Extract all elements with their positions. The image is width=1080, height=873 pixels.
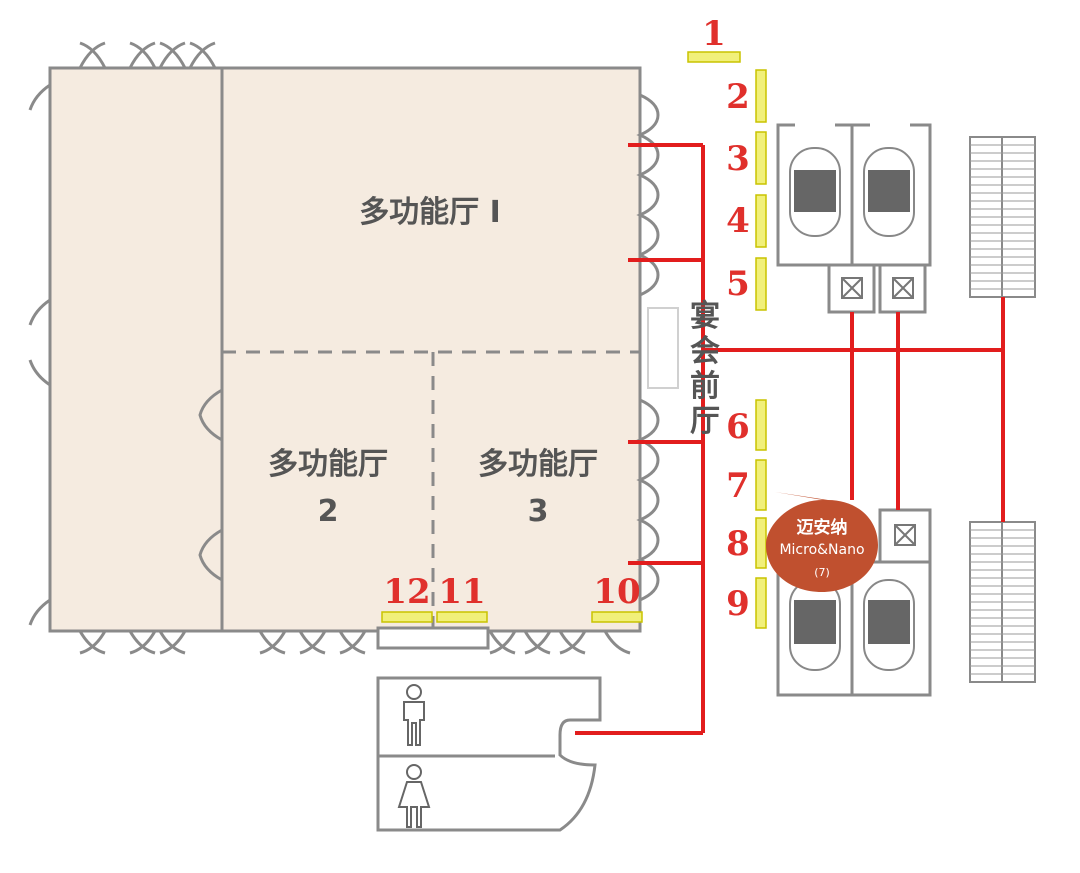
booth-marker [755, 577, 767, 629]
booth-number: 8 [726, 524, 750, 564]
exhibitor-logo-bubble[interactable]: 迈安纳 Micro&Nano (7) [766, 492, 878, 592]
booth-9[interactable]: 9 [726, 577, 767, 629]
foyer-label-char: 宴 [690, 299, 720, 334]
room-label-hall3: 多功能厅 [478, 447, 598, 482]
elevator-icon [894, 524, 916, 546]
restroom-female-icon [397, 764, 431, 828]
booth-4[interactable]: 4 [726, 194, 767, 248]
route-lines [575, 143, 1005, 735]
elevator-icon [841, 277, 914, 299]
booth-1[interactable]: 1 [687, 14, 741, 63]
entry-vestibule [376, 626, 490, 650]
foyer-label-char: 会 [690, 334, 720, 369]
booth-6[interactable]: 6 [726, 399, 767, 451]
booth-marker [755, 399, 767, 451]
booth-marker [755, 131, 767, 185]
door-arcs [28, 41, 660, 655]
restroom-male-icon [403, 684, 425, 746]
booth-5[interactable]: 5 [726, 257, 767, 311]
booth-number: 2 [726, 77, 750, 117]
booth-marker [687, 51, 741, 63]
booth-10[interactable]: 10 [591, 572, 643, 623]
booth-marker [591, 611, 643, 623]
escalator-icon [789, 147, 915, 237]
room-label-hall2-number: 2 [318, 494, 339, 529]
booth-number: 12 [383, 572, 430, 612]
booth-number: 6 [726, 407, 750, 447]
escalator-icon [789, 579, 915, 671]
booth-number: 10 [593, 572, 640, 612]
foyer-label-char: 厅 [690, 404, 720, 439]
booth-8[interactable]: 8 [726, 517, 767, 569]
logo-en-text: Micro&Nano [779, 542, 864, 558]
main-hall-building [48, 66, 642, 633]
booth-number: 4 [726, 201, 750, 241]
booth-number: 7 [726, 466, 750, 506]
booth-number: 11 [438, 572, 485, 612]
booth-number: 5 [726, 264, 750, 304]
booth-marker [436, 611, 488, 623]
booth-marker [755, 459, 767, 511]
logo-booth-text: (7) [814, 566, 830, 579]
restroom-block [376, 676, 602, 832]
room-label-hall1: 多功能厅 I [359, 195, 501, 230]
booth-11[interactable]: 11 [436, 572, 488, 623]
booth-7[interactable]: 7 [726, 459, 767, 511]
logo-cn-text: 迈安纳 [797, 517, 848, 538]
room-label-hall3-number: 3 [528, 494, 549, 529]
booth-marker [755, 517, 767, 569]
booth-2[interactable]: 2 [726, 69, 767, 123]
booth-12[interactable]: 12 [381, 572, 433, 623]
booth-marker [755, 257, 767, 311]
booth-marker [381, 611, 433, 623]
foyer-patch [647, 307, 679, 389]
booth-number: 3 [726, 139, 750, 179]
booth-marker [755, 194, 767, 248]
booth-number: 1 [702, 14, 726, 54]
booth-marker [755, 69, 767, 123]
foyer-label-char: 前 [690, 369, 720, 404]
room-label-hall2: 多功能厅 [268, 447, 388, 482]
booth-number: 9 [726, 584, 750, 624]
logo-bubble-shape [766, 492, 878, 592]
booth-3[interactable]: 3 [726, 131, 767, 185]
